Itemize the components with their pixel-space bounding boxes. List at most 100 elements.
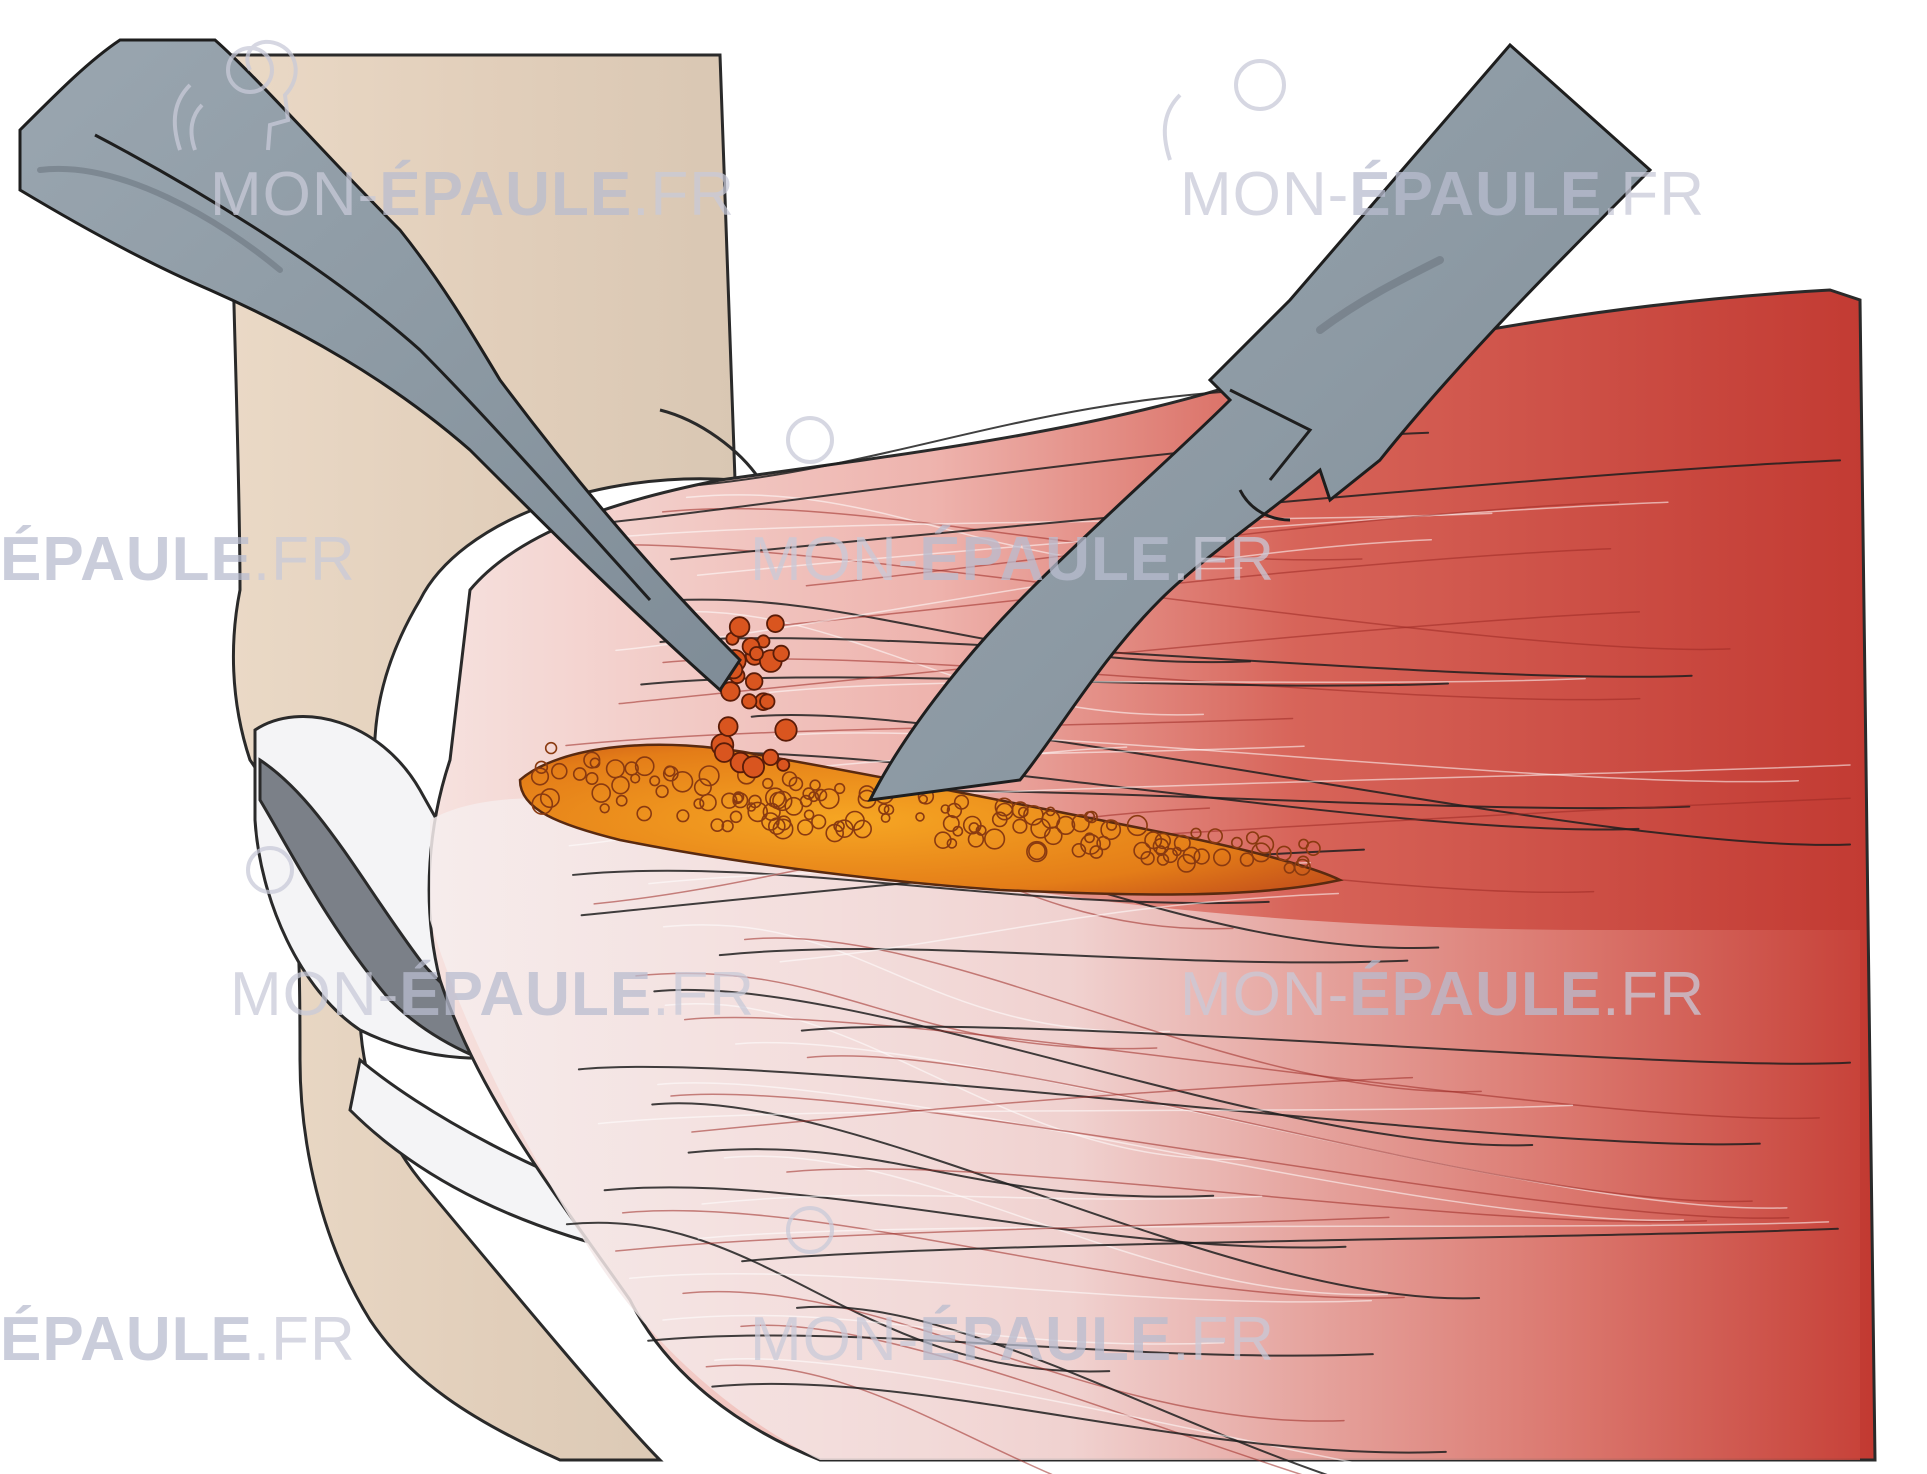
calcification-granule — [534, 760, 549, 774]
fragment-granule — [713, 742, 735, 763]
calcification-granule — [1251, 842, 1272, 863]
muscle-fiber — [670, 1093, 1790, 1219]
calcification-granule — [784, 796, 804, 816]
muscle-fiber — [682, 1290, 1345, 1422]
muscle-fiber — [723, 1155, 1389, 1296]
calcification-granule — [729, 810, 743, 824]
watermark-mid-left: ÉPAULE.FR — [0, 525, 356, 594]
watermark-text: MON-ÉPAULE.FR — [230, 960, 755, 1029]
watermark-text: MON-ÉPAULE.FR — [750, 1305, 1275, 1374]
watermark-bottom-left: ÉPAULE.FR — [0, 1305, 356, 1374]
calcification-granule — [1193, 848, 1210, 865]
watermark-text: MON-ÉPAULE.FR — [1180, 960, 1705, 1029]
calcification-granule — [710, 818, 725, 832]
fragment-granule — [741, 693, 758, 710]
calcification-granule — [796, 819, 814, 836]
muscle-fiber — [795, 1305, 1328, 1474]
calcification-granule — [655, 784, 669, 799]
calcification-granule — [991, 811, 1008, 828]
muscle-fiber — [572, 869, 1270, 905]
muscle-fiber — [664, 1003, 1251, 1161]
wifi-arc-icon — [1162, 93, 1182, 161]
calcification-granule — [762, 802, 781, 822]
calcification-granule — [762, 777, 774, 790]
calcification-granule — [1089, 845, 1104, 859]
calcification-granule — [940, 804, 951, 814]
calcification-granule — [1207, 828, 1223, 844]
muscle-fiber — [662, 1314, 1225, 1345]
muscle-fiber — [806, 1055, 1753, 1203]
watermark-lower-right: MON-ÉPAULE.FR — [1180, 960, 1705, 1029]
muscle-fiber — [621, 1209, 1405, 1299]
muscle-fiber — [768, 677, 1586, 694]
calcification-granule — [636, 805, 653, 822]
muscle-fiber — [705, 1364, 1053, 1474]
muscle-fiber — [718, 947, 1409, 964]
wifi-arc-icon — [172, 83, 204, 151]
fragment-granule — [776, 758, 791, 772]
fragment-granule — [749, 646, 764, 661]
calcification-granule — [572, 767, 587, 781]
watermark-bottom-center: MON-ÉPAULE.FR — [750, 1206, 1275, 1374]
calcification-granule — [544, 741, 558, 755]
calcification-granule — [721, 792, 738, 809]
calcification-granule — [1126, 814, 1148, 837]
head-profile-logo-icon — [226, 39, 298, 151]
muscle-fiber — [661, 507, 1363, 561]
watermark-text: ÉPAULE.FR — [0, 1305, 356, 1374]
head-profile-logo-icon — [786, 1206, 834, 1254]
calcification-granule — [539, 788, 560, 809]
calcification-granule — [1140, 850, 1155, 866]
fragment-granule — [759, 693, 776, 710]
muscle-fiber — [699, 387, 1283, 486]
head-profile-logo-icon — [1234, 59, 1286, 111]
calcification-granule — [814, 788, 828, 802]
calcification-granule — [746, 802, 757, 812]
calcification-granule — [550, 762, 568, 780]
calcification-granule — [811, 814, 827, 830]
calcification-granule — [530, 767, 550, 786]
calcification-granule — [983, 828, 1006, 850]
calcification-granule — [1071, 813, 1090, 833]
calcification-granule — [1182, 846, 1201, 865]
watermark-layer: MON-ÉPAULE.FR MON-ÉPAULE.FR ÉPAULE.FR MO… — [0, 39, 1705, 1374]
calcification-granule — [583, 751, 601, 769]
calcification-texture — [530, 741, 1321, 876]
fragment-granule — [774, 718, 798, 742]
watermark-top-left: MON-ÉPAULE.FR — [172, 39, 735, 229]
calcification-granule — [835, 819, 854, 839]
calcification-granule — [1071, 842, 1087, 858]
muscle-fiber — [647, 1334, 1374, 1357]
calcification-granule — [721, 819, 734, 833]
muscle-fiber — [657, 1082, 1685, 1222]
calcification-granule — [761, 812, 780, 831]
calcification-granule — [1155, 845, 1167, 857]
calcification-granule — [747, 801, 769, 823]
calcification-granule — [883, 804, 895, 816]
calcification-granule — [878, 803, 890, 815]
muscle-fiber — [635, 972, 1158, 1050]
calcification-granule — [671, 770, 694, 793]
calcification-granule — [1154, 832, 1172, 850]
muscle-fiber — [603, 1186, 1347, 1249]
calcification-granule — [591, 783, 612, 803]
calcification-granule — [934, 831, 952, 850]
calcification-granule — [952, 825, 964, 837]
calcification-granule — [605, 759, 626, 779]
muscle-fiber — [786, 1168, 1708, 1223]
muscle-fiber — [697, 1221, 1830, 1240]
calcification-granule — [946, 802, 963, 819]
calcification-granule — [1213, 848, 1232, 867]
fragment-granule — [728, 616, 751, 638]
calcification-granule — [1133, 841, 1152, 860]
muscle-fiber — [597, 1104, 1574, 1125]
watermark-text: ÉPAULE.FR — [0, 525, 356, 594]
fragment-granule — [717, 716, 739, 737]
head-profile-logo-icon — [786, 416, 834, 464]
fragment-granule — [745, 672, 764, 691]
calcification-granule — [615, 794, 628, 807]
watermark-top-right: MON-ÉPAULE.FR — [1162, 59, 1704, 229]
calcification-granule — [1083, 811, 1096, 823]
watermark-text: MON-ÉPAULE.FR — [210, 160, 735, 229]
calcification-granule — [1084, 832, 1095, 844]
